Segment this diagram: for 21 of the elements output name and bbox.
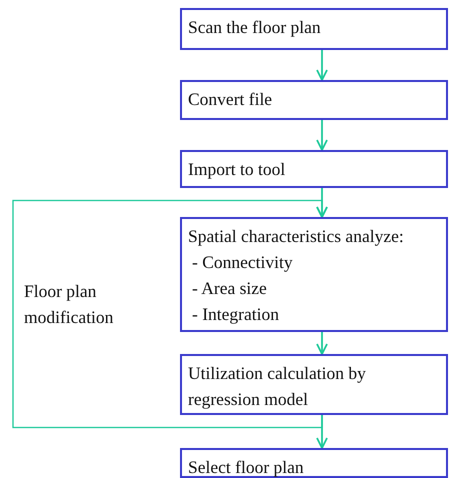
arrow — [316, 415, 328, 449]
bullet-text: - Area size — [191, 277, 268, 300]
process-box — [180, 150, 448, 188]
step-text: Select floor plan — [188, 456, 305, 478]
step-text: Convert file — [188, 88, 274, 111]
step-text: Spatial characteristics analyze: — [188, 225, 405, 248]
step-text: Utilization calculation by regression model — [188, 362, 367, 411]
arrow — [316, 120, 328, 151]
process-box — [180, 448, 448, 478]
step-text: Scan the floor plan — [188, 16, 322, 39]
process-box — [180, 354, 448, 415]
step-text: Import to tool — [188, 158, 286, 181]
feedback-arrow — [12, 200, 328, 428]
arrow — [316, 50, 328, 81]
process-box — [180, 80, 448, 120]
edge-label: Floor plan modification — [24, 280, 114, 329]
process-box — [180, 8, 448, 50]
process-box — [180, 217, 448, 332]
bullet-text: - Connectivity — [191, 251, 294, 274]
bullet-text: - Integration — [191, 303, 280, 326]
arrow — [316, 332, 328, 355]
